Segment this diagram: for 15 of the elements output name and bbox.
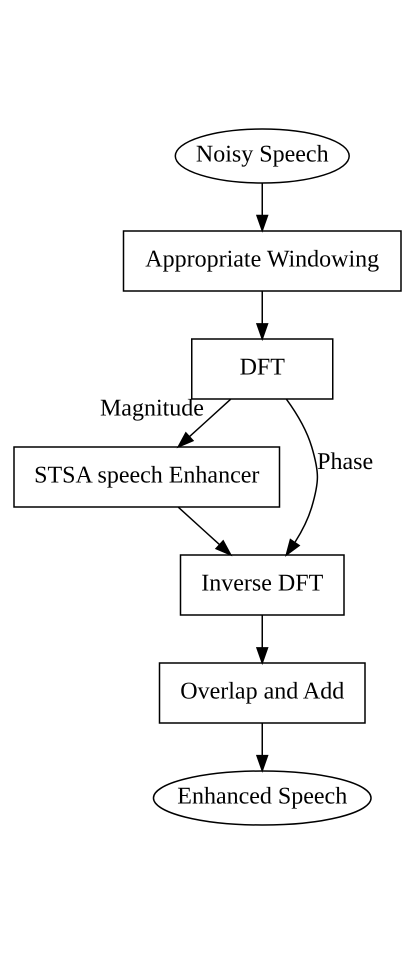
- arrow: [256, 290, 269, 341]
- node-box: Appropriate Windowing: [122, 230, 402, 292]
- node-ellipse: Enhanced Speech: [152, 770, 372, 826]
- arrow: [178, 506, 232, 556]
- arrow: [256, 722, 269, 772]
- node-ellipse: Noisy Speech: [174, 128, 350, 184]
- node-box: STSA speech Enhancer: [13, 446, 280, 508]
- node-box: Inverse DFT: [180, 554, 345, 616]
- arrow: [285, 398, 318, 556]
- arrow: [256, 614, 269, 665]
- arrow: [176, 398, 232, 448]
- arrow: [256, 182, 269, 232]
- edge-label: Phase: [317, 448, 374, 475]
- node-box: Overlap and Add: [158, 662, 366, 724]
- node-box: DFT: [191, 338, 334, 400]
